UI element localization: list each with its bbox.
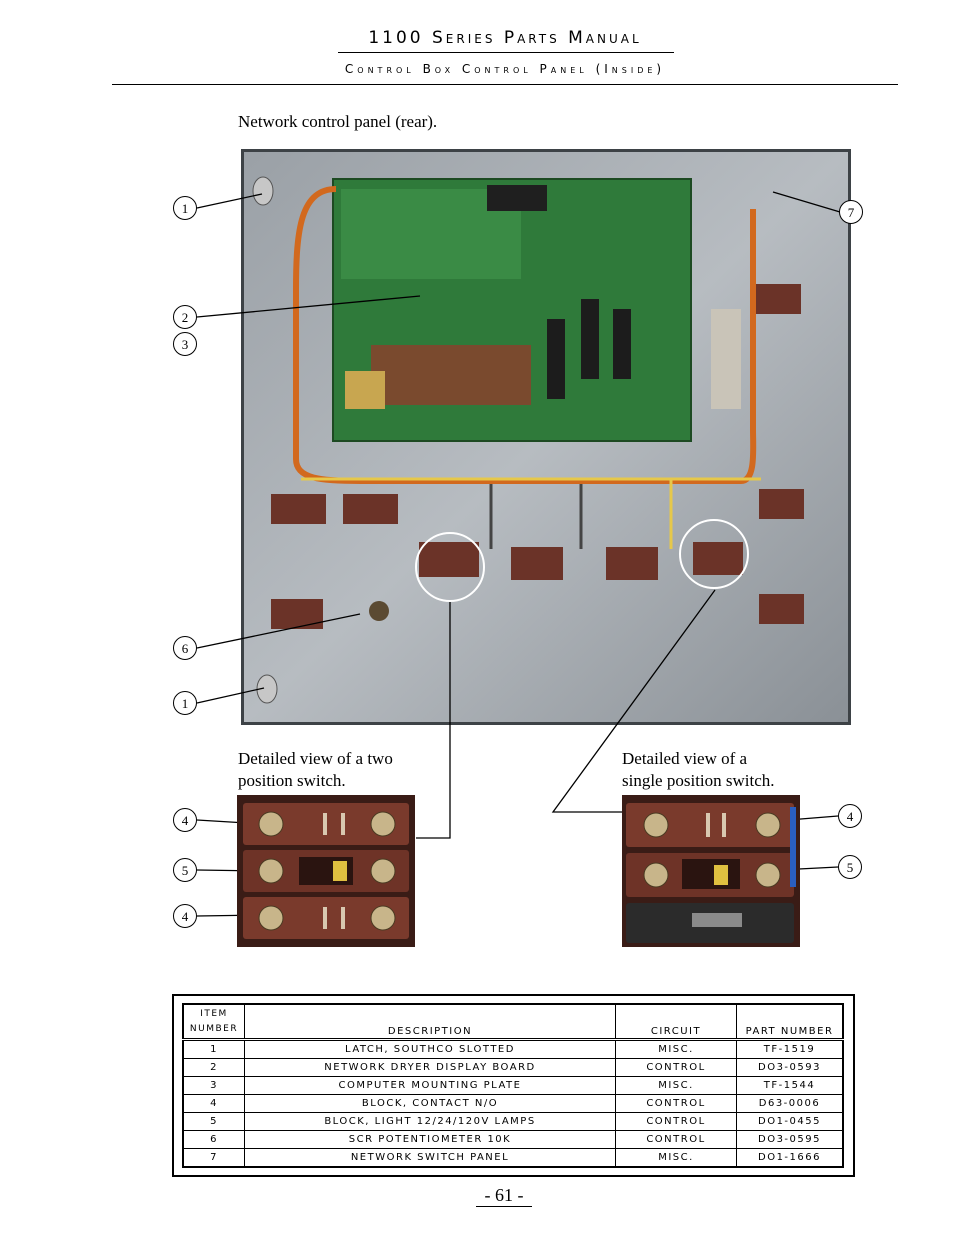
cell-part: D63-0006 xyxy=(736,1094,844,1113)
leader-1-bottom xyxy=(196,687,265,704)
detail-two-caption-line1: Detailed view of a two xyxy=(238,749,393,768)
detail-single-caption-line1: Detailed view of a xyxy=(622,749,748,768)
leader-detail-single xyxy=(551,589,716,813)
leader-1-top xyxy=(196,193,263,209)
col-part-number: PART NUMBER xyxy=(736,1003,844,1041)
cell-circuit: CONTROL xyxy=(615,1112,737,1131)
callout-5-two: 5 xyxy=(173,858,197,882)
cell-description: SCR POTENTIOMETER 10K xyxy=(244,1130,616,1149)
cell-item: 7 xyxy=(182,1148,245,1168)
cell-description: BLOCK, LIGHT 12/24/120V LAMPS xyxy=(244,1112,616,1131)
detail-single-caption: Detailed view of a single position switc… xyxy=(622,748,775,792)
control-panel-photo xyxy=(241,149,851,725)
cell-circuit: MISC. xyxy=(615,1076,737,1095)
leader-7 xyxy=(772,191,841,213)
cell-part: TF-1544 xyxy=(736,1076,844,1095)
col-circuit: CIRCUIT xyxy=(615,1003,737,1041)
cell-item: 5 xyxy=(182,1112,245,1131)
detail-two-caption-line2: position switch. xyxy=(238,771,346,790)
leader-6 xyxy=(196,613,361,649)
two-position-switch-photo xyxy=(237,795,415,947)
parts-table-header-row: ITEM NUMBER DESCRIPTION CIRCUIT PART NUM… xyxy=(182,1003,844,1041)
parts-table-frame xyxy=(172,994,855,1177)
cell-item: 2 xyxy=(182,1058,245,1077)
col-item-line1: ITEM xyxy=(200,1009,228,1019)
col-item-line2: NUMBER xyxy=(189,1024,239,1034)
detail-single-caption-line2: single position switch. xyxy=(622,771,775,790)
header-rule xyxy=(112,84,898,85)
cell-part: DO3-0595 xyxy=(736,1130,844,1149)
col-description: DESCRIPTION xyxy=(244,1003,616,1041)
callout-1-bottom: 1 xyxy=(173,691,197,715)
cell-circuit: CONTROL xyxy=(615,1058,737,1077)
cell-description: LATCH, SOUTHCO SLOTTED xyxy=(244,1039,616,1059)
parts-table: ITEM NUMBER DESCRIPTION CIRCUIT PART NUM… xyxy=(182,1003,844,1168)
callout-3: 3 xyxy=(173,332,197,356)
callout-7: 7 xyxy=(839,200,863,224)
cell-item: 6 xyxy=(182,1130,245,1149)
cell-part: DO1-0455 xyxy=(736,1112,844,1131)
callout-1-top: 1 xyxy=(173,196,197,220)
single-position-switch-photo xyxy=(622,795,800,947)
cell-circuit: MISC. xyxy=(615,1039,737,1059)
leader-detail-two xyxy=(416,602,451,839)
cell-circuit: MISC. xyxy=(615,1148,737,1168)
title-underline xyxy=(338,52,674,53)
cell-item: 4 xyxy=(182,1094,245,1113)
callout-2: 2 xyxy=(173,305,197,329)
cell-item: 3 xyxy=(182,1076,245,1095)
cell-description: COMPUTER MOUNTING PLATE xyxy=(244,1076,616,1095)
callout-4-two-bottom: 4 xyxy=(173,904,197,928)
col-item-number: ITEM NUMBER xyxy=(182,1003,245,1041)
page-number: - 61 - xyxy=(484,1185,524,1205)
cell-circuit: CONTROL xyxy=(615,1130,737,1149)
detail-two-caption: Detailed view of a two position switch. xyxy=(238,748,393,792)
callout-4-two-top: 4 xyxy=(173,808,197,832)
cell-description: BLOCK, CONTACT N/O xyxy=(244,1094,616,1113)
leader-2 xyxy=(196,295,421,318)
cell-part: DO3-0593 xyxy=(736,1058,844,1077)
cell-circuit: CONTROL xyxy=(615,1094,737,1113)
cell-description: NETWORK SWITCH PANEL xyxy=(244,1148,616,1168)
cell-part: TF-1519 xyxy=(736,1039,844,1059)
section-subtitle: Control Box Control Panel (Inside) xyxy=(344,62,666,76)
cell-part: DO1-1666 xyxy=(736,1148,844,1168)
page-number-underline xyxy=(476,1206,532,1207)
callout-4-single: 4 xyxy=(838,804,862,828)
main-photo-caption: Network control panel (rear). xyxy=(238,112,438,131)
callout-6: 6 xyxy=(173,636,197,660)
cell-item: 1 xyxy=(182,1039,245,1059)
cell-description: NETWORK DRYER DISPLAY BOARD xyxy=(244,1058,616,1077)
callout-5-single: 5 xyxy=(838,855,862,879)
manual-title: 1100 Series Parts Manual xyxy=(368,28,642,48)
